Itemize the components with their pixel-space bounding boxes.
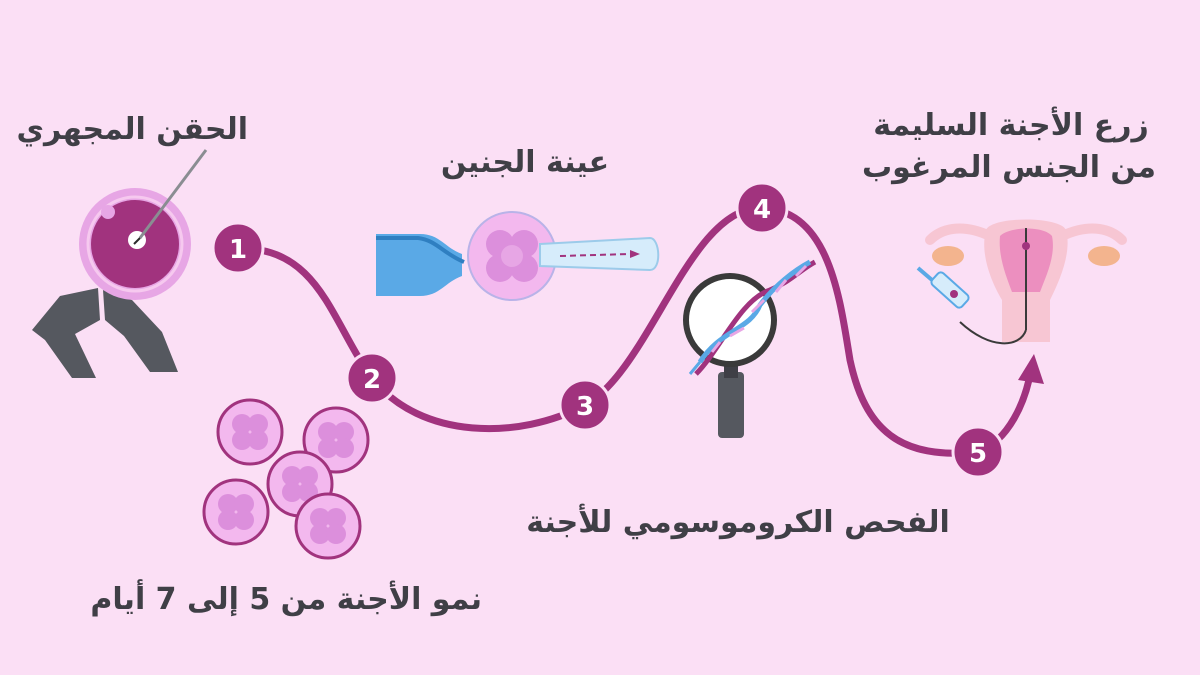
step-marker-4: 4: [735, 181, 789, 235]
embryo-4: [202, 478, 270, 546]
embryo-cluster-icon: [202, 398, 370, 560]
step-number-4: 4: [753, 195, 771, 225]
embryo-1: [216, 398, 284, 466]
step-marker-3: 3: [558, 378, 612, 432]
path-arrowhead-icon: [1018, 354, 1044, 384]
step-3-label: عينة الجنين: [440, 145, 610, 180]
step-marker-2: 2: [345, 351, 399, 405]
step-1-label: الحقن المجهري: [16, 112, 248, 147]
step-5-label-line1: زرع الأجنة السليمة: [873, 108, 1149, 143]
embryo-2: [302, 406, 370, 474]
step-number-2: 2: [363, 365, 381, 395]
step-number-1: 1: [229, 235, 247, 265]
embryo-5: [294, 492, 362, 560]
step-marker-5: 5: [951, 425, 1005, 479]
dna-magnifier-icon: [683, 259, 817, 438]
uterus-syringe-icon: [916, 219, 1127, 345]
step-marker-1: 1: [211, 221, 265, 275]
step-2-label: نمو الأجنة من 5 إلى 7 أيام: [90, 582, 482, 617]
step-5-label-line2: من الجنس المرغوب: [861, 150, 1156, 185]
microinjection-icon: [32, 149, 208, 378]
step-4-label: الفحص الكروموسومي للأجنة: [526, 505, 950, 540]
biopsy-pipette-icon: [376, 211, 660, 301]
step-number-5: 5: [969, 439, 987, 469]
step-number-3: 3: [576, 392, 594, 422]
